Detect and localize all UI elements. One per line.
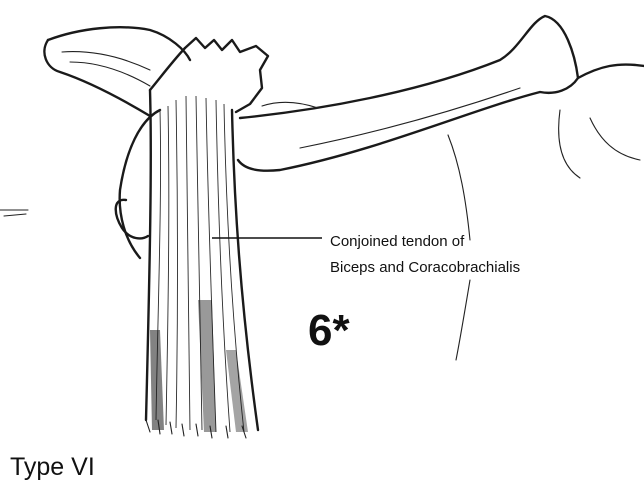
variant-number: 6* xyxy=(308,306,350,355)
scapula-drawing xyxy=(0,110,160,258)
type-title: Type VI xyxy=(10,453,95,481)
clavicle-drawing xyxy=(44,27,190,116)
coracoid-process-drawing xyxy=(238,16,578,171)
tendon-label-line-2: Biceps and Coracobrachialis xyxy=(330,259,520,276)
tendon-label-line-1: Conjoined tendon of xyxy=(330,233,465,250)
